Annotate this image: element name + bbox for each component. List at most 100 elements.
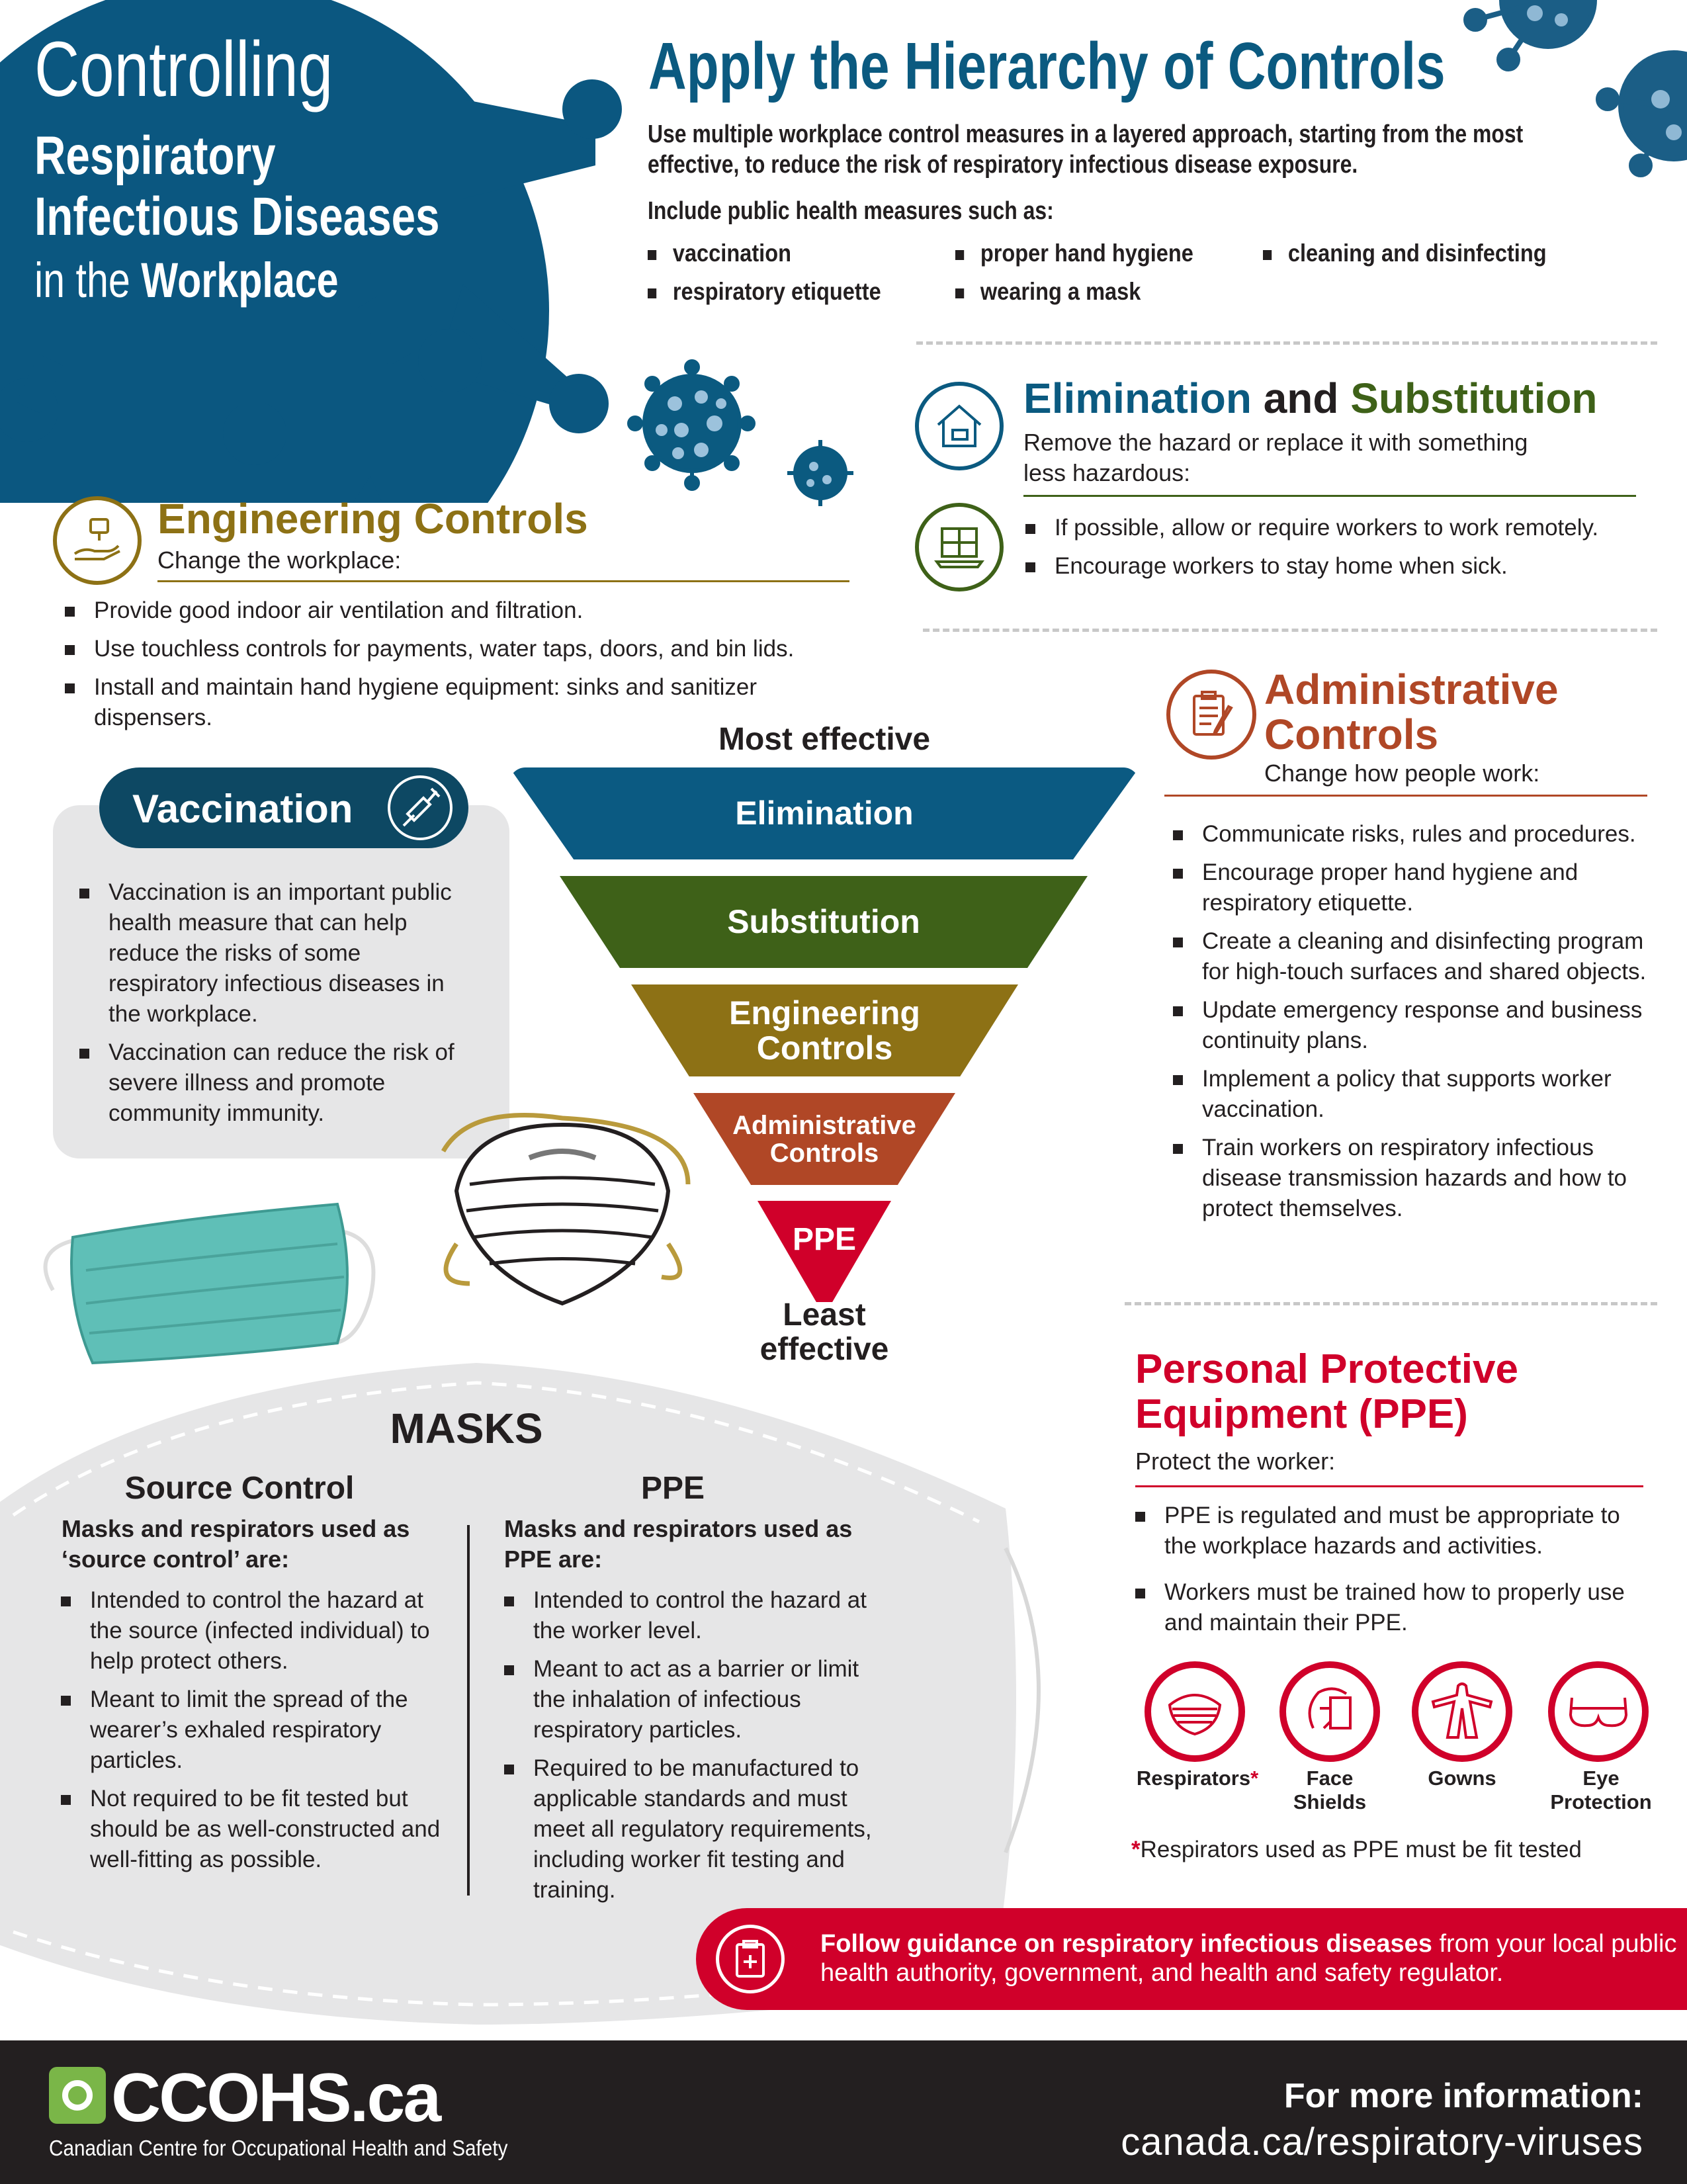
least-effective-label: Least effective bbox=[759, 1297, 889, 1367]
virus-icon bbox=[1463, 0, 1687, 177]
clipboard-icon bbox=[1166, 670, 1256, 760]
list-item: Provide good indoor air ventilation and … bbox=[65, 595, 892, 626]
mask-shape-background bbox=[0, 1363, 1041, 2025]
surgical-mask-icon bbox=[43, 1202, 376, 1365]
hierarchy-heading: Apply the Hierarchy of Controls bbox=[648, 29, 1446, 103]
list-item-text: Train workers on respiratory infectious … bbox=[1202, 1135, 1627, 1221]
list-item-text: Encourage proper hand hygiene and respir… bbox=[1202, 859, 1579, 916]
banner-bold: Follow guidance on respiratory infectiou… bbox=[820, 1930, 1432, 1958]
ppe-item-label: Respirators* bbox=[1125, 1767, 1270, 1790]
measure-text: respiratory etiquette bbox=[672, 278, 881, 305]
list-item-text: Update emergency response and business c… bbox=[1202, 997, 1643, 1053]
masks-ppe-heading: PPE bbox=[640, 1471, 705, 1506]
measure-item: proper hand hygiene bbox=[955, 240, 1193, 267]
divider bbox=[923, 629, 1657, 632]
elimination-subtitle: Remove the hazard or replace it with som… bbox=[1023, 429, 1528, 486]
divider bbox=[916, 341, 1657, 345]
list-item-text: Vaccination can reduce the risk of sever… bbox=[108, 1039, 454, 1126]
goggles-icon bbox=[1548, 1661, 1649, 1762]
ppe-item-text: Respirators bbox=[1136, 1767, 1251, 1790]
pyramid-level-ppe: PPE bbox=[757, 1201, 891, 1302]
list-item: Use touchless controls for payments, wat… bbox=[65, 634, 892, 664]
footnote-text: Respirators used as PPE must be fit test… bbox=[1140, 1837, 1582, 1862]
list-item-text: Required to be manufactured to applicabl… bbox=[533, 1755, 872, 1903]
list-item: PPE is regulated and must be appropriate… bbox=[1135, 1501, 1651, 1561]
vaccination-header: Vaccination bbox=[99, 767, 468, 848]
title-line-4a: in the bbox=[34, 253, 142, 308]
medical-clipboard-icon bbox=[716, 1925, 785, 1993]
list-item-text: Not required to be fit tested but should… bbox=[90, 1786, 441, 1872]
ppe-footnote: *Respirators used as PPE must be fit tes… bbox=[1131, 1837, 1582, 1863]
measure-item: cleaning and disinfecting bbox=[1263, 240, 1547, 267]
administrative-title-1: Administrative bbox=[1264, 666, 1559, 713]
list-item-text: PPE is regulated and must be appropriate… bbox=[1164, 1503, 1620, 1559]
guidance-banner: Follow guidance on respiratory infectiou… bbox=[696, 1908, 1687, 2010]
masks-ppe-bullets: Intended to control the hazard at the wo… bbox=[504, 1585, 894, 1913]
face-shield-icon bbox=[1279, 1661, 1380, 1762]
source-control-bullets: Intended to control the hazard at the so… bbox=[61, 1585, 451, 1883]
list-item-text: Install and maintain hand hygiene equipm… bbox=[94, 674, 757, 730]
ccohs-logo: CCOHS.ca bbox=[111, 2060, 441, 2136]
list-item-text: Meant to act as a barrier or limit the i… bbox=[533, 1656, 859, 1743]
home-icon bbox=[915, 382, 1004, 470]
more-info-link[interactable]: canada.ca/respiratory-viruses bbox=[1121, 2120, 1643, 2163]
engineering-title: Engineering Controls bbox=[157, 495, 588, 543]
list-item: Encourage proper hand hygiene and respir… bbox=[1173, 857, 1663, 918]
list-item: Intended to control the hazard at the so… bbox=[61, 1585, 451, 1677]
list-item-text: Provide good indoor air ventilation and … bbox=[94, 597, 584, 623]
measure-item: vaccination bbox=[648, 240, 791, 267]
banner-text: Follow guidance on respiratory infectiou… bbox=[820, 1929, 1680, 1987]
masks-title: MASKS bbox=[390, 1405, 543, 1452]
pyramid-level-elimination: Elimination bbox=[509, 767, 1139, 859]
elimination-title-a: Elimination bbox=[1023, 374, 1252, 422]
level-label: Elimination bbox=[735, 795, 914, 832]
list-item: Vaccination is an important public healt… bbox=[79, 877, 476, 1029]
vaccination-bullets: Vaccination is an important public healt… bbox=[79, 877, 476, 1137]
asterisk: * bbox=[1250, 1767, 1259, 1790]
asterisk: * bbox=[1131, 1837, 1141, 1862]
level-label: Administrative Controls bbox=[732, 1110, 916, 1168]
virus-illustration-spikes bbox=[16, 295, 412, 437]
list-item: Update emergency response and business c… bbox=[1173, 995, 1663, 1056]
administrative-subtitle: Change how people work: bbox=[1264, 760, 1540, 787]
administrative-title-2: Controls bbox=[1264, 711, 1439, 758]
ccohs-logo-icon bbox=[49, 2067, 106, 2124]
touchless-hand-icon bbox=[53, 496, 142, 585]
list-item: Meant to limit the spread of the wearer’… bbox=[61, 1684, 451, 1776]
title-line-2: Respiratory bbox=[34, 126, 276, 186]
poster-title: Controlling Respiratory Infectious Disea… bbox=[34, 26, 541, 314]
include-label: Include public health measures such as: bbox=[648, 197, 1054, 225]
list-item: Encourage workers to stay home when sick… bbox=[1025, 551, 1654, 582]
list-item: Workers must be trained how to properly … bbox=[1135, 1577, 1651, 1638]
measure-text: vaccination bbox=[672, 240, 791, 267]
ppe-subtitle: Protect the worker: bbox=[1135, 1448, 1336, 1475]
administrative-bullets: Communicate risks, rules and procedures.… bbox=[1173, 819, 1663, 1232]
list-item: Vaccination can reduce the risk of sever… bbox=[79, 1037, 476, 1129]
divider bbox=[1135, 1485, 1643, 1487]
hierarchy-intro: Use multiple workplace control measures … bbox=[648, 120, 1524, 179]
measure-text: proper hand hygiene bbox=[980, 240, 1193, 267]
engineering-bullets: Provide good indoor air ventilation and … bbox=[65, 595, 892, 741]
elimination-title: Elimination and Substitution bbox=[1023, 376, 1598, 421]
list-item: Meant to act as a barrier or limit the i… bbox=[504, 1654, 894, 1745]
ppe-bullets: PPE is regulated and must be appropriate… bbox=[1135, 1501, 1651, 1646]
divider bbox=[1125, 1302, 1657, 1305]
level-label: PPE bbox=[792, 1222, 857, 1257]
list-item-text: Workers must be trained how to properly … bbox=[1164, 1579, 1625, 1636]
level-label: Substitution bbox=[727, 903, 920, 941]
more-info-label: For more information: bbox=[1283, 2077, 1643, 2115]
list-item-text: Intended to control the hazard at the so… bbox=[90, 1587, 430, 1674]
source-control-heading: Source Control bbox=[124, 1471, 355, 1506]
measure-text: cleaning and disinfecting bbox=[1287, 240, 1547, 267]
measure-item: respiratory etiquette bbox=[648, 278, 881, 306]
respirator-icon bbox=[1145, 1661, 1245, 1762]
remote-work-icon bbox=[915, 503, 1004, 591]
measure-text: wearing a mask bbox=[980, 278, 1141, 305]
ppe-title-2: Equipment (PPE) bbox=[1135, 1391, 1468, 1437]
pyramid-level-administrative: Administrative Controls bbox=[693, 1093, 955, 1185]
banner-rest: from your local public health authority,… bbox=[820, 1930, 1677, 1987]
engineering-subtitle: Change the workplace: bbox=[157, 546, 402, 574]
gown-icon bbox=[1412, 1661, 1512, 1762]
